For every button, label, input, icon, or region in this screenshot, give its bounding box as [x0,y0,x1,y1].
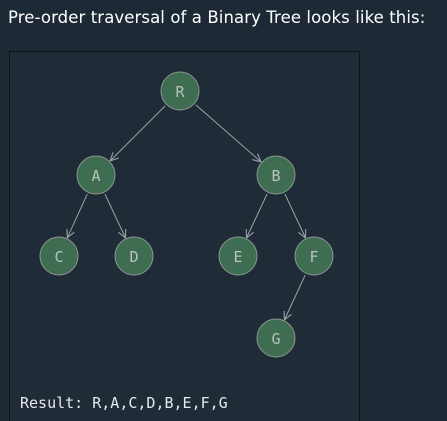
traversal-result: Result: R,A,C,D,B,E,F,G [20,394,228,412]
node-circle [114,236,154,276]
tree-node-c: C [39,236,79,276]
edge-a-d [104,193,126,238]
edge-f-g [284,274,306,320]
node-label: E [233,248,242,266]
node-label: F [309,248,318,266]
node-label: B [271,167,280,185]
node-label: G [271,330,280,348]
edge-b-e [246,193,268,238]
tree-node-a: A [76,155,116,195]
node-label: D [129,248,138,266]
node-circle [76,155,116,195]
node-circle [218,236,258,276]
tree-node-d: D [114,236,154,276]
edge-a-c [67,193,88,238]
edge-r-b [195,104,261,162]
node-label: R [175,83,185,101]
node-circle [256,318,296,358]
tree-node-e: E [218,236,258,276]
edge-r-a [110,105,166,161]
tree-node-g: G [256,318,296,358]
page-title: Pre-order traversal of a Binary Tree loo… [8,8,426,27]
node-circle [160,71,200,111]
node-label: A [91,167,100,185]
tree-node-r: R [160,71,200,111]
edge-b-f [284,193,306,238]
node-circle [39,236,79,276]
tree-node-f: F [294,236,334,276]
node-circle [294,236,334,276]
tree-node-b: B [256,155,296,195]
result-sequence: R,A,C,D,B,E,F,G [92,394,228,412]
node-circle [256,155,296,195]
result-prefix: Result: [20,394,84,412]
node-label: C [54,248,63,266]
